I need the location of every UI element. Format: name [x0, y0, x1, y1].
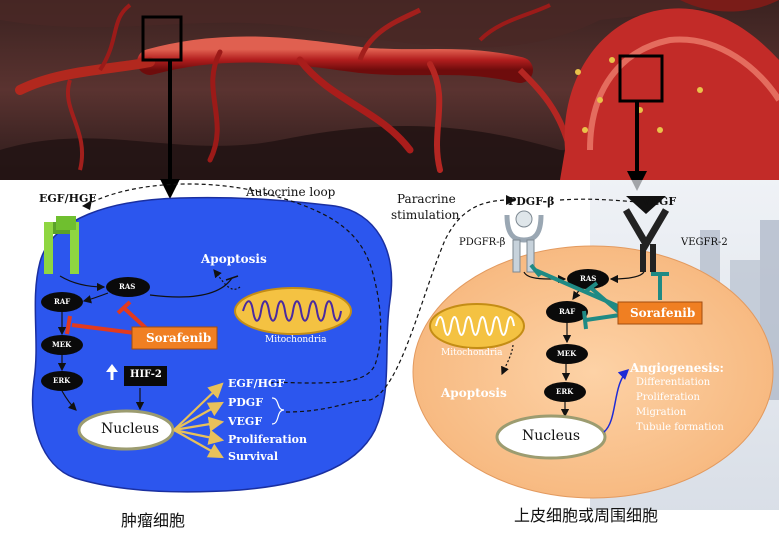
output-arrow-3 — [173, 416, 225, 432]
pdgfr-label: PDGFR-β — [459, 237, 506, 248]
sorafenib-inhibition-endo — [529, 263, 669, 330]
nucleus-endo — [495, 414, 607, 460]
mek-label-tumor: MEK — [52, 340, 72, 349]
sorafenib-box-tumor — [131, 326, 218, 350]
endothelial-cell-caption: 上皮细胞或周围细胞 — [514, 506, 659, 525]
inhibit-line-apoptosis — [149, 277, 233, 298]
sorafenib-inhibition-tumor — [65, 300, 150, 335]
output-arrow-4 — [173, 428, 225, 445]
output-vegf: VEGF — [228, 415, 263, 428]
autocrine-loop-line — [91, 183, 382, 385]
egf-receptor-label: EGF/HGF — [39, 192, 97, 205]
mitochondria-label-tumor: Mitochondria — [265, 335, 327, 345]
sorafenib-box-endo — [617, 301, 703, 325]
vegf-ligand-icon — [626, 196, 666, 214]
erk-label-endo: ERK — [556, 387, 574, 396]
tissue-banner-image — [0, 0, 779, 180]
paracrine-line-to-vegf — [559, 198, 639, 203]
raf-label-tumor: RAF — [54, 297, 71, 306]
output-arrow-1 — [173, 382, 224, 431]
tumor-cell-caption: 肿瘤细胞 — [121, 511, 186, 530]
apoptosis-label-tumor: Apoptosis — [201, 252, 267, 266]
nucleus-label-endo: Nucleus — [522, 428, 581, 444]
arrow-erk-nucleus — [61, 390, 77, 411]
tumor-zoom-box — [141, 15, 183, 62]
vegfr-receptor-icon — [622, 196, 670, 272]
hif-box — [124, 366, 167, 386]
angio-item-differentiation: Differentiation — [636, 377, 711, 388]
ras-node-endo — [567, 269, 609, 289]
ras-label-tumor: RAS — [119, 282, 136, 291]
erk-node-tumor — [41, 371, 83, 391]
apoptosis-label-endo: Apoptosis — [441, 386, 507, 400]
angio-item-proliferation: Proliferation — [636, 392, 700, 403]
mitochondria-tumor-icon — [234, 287, 352, 335]
paracrine-line — [285, 199, 511, 413]
erk-label-tumor: ERK — [53, 376, 71, 385]
ras-label-endo: RAS — [580, 274, 597, 283]
mek-node-tumor — [41, 335, 83, 355]
nucleus-tumor — [77, 409, 175, 451]
arrow-ras-raf — [82, 292, 109, 304]
raf-node-tumor — [41, 292, 83, 312]
mito-apoptosis-arrow-endo — [501, 344, 514, 376]
paracrine-label-line1: Paracrine — [397, 192, 456, 206]
output-arrow-5 — [173, 429, 224, 459]
output-proliferation: Proliferation — [228, 433, 308, 446]
vegfr-label: VEGFR-2 — [681, 237, 728, 248]
pdgfr-receptor-icon — [504, 210, 544, 273]
sorafenib-label-tumor: Sorafenib — [146, 331, 212, 345]
arrow-vegfr-ras — [609, 271, 645, 284]
output-arrow-2 — [173, 401, 224, 431]
angiogenesis-label: Angiogenesis: — [630, 361, 724, 375]
egf-receptor-icon — [44, 216, 79, 274]
raf-label-endo: RAF — [559, 307, 576, 316]
mek-node-endo — [546, 344, 588, 364]
mek-label-endo: MEK — [557, 349, 577, 358]
hif-label: HIF-2 — [130, 369, 162, 380]
paracrine-label-line2: stimulation — [391, 208, 460, 222]
erk-node-endo — [544, 382, 586, 402]
vessel-zoom-box — [618, 54, 664, 103]
autocrine-loop-label: Autocrine loop — [246, 185, 336, 199]
arrow-receptor-ras — [59, 275, 106, 292]
ras-node-tumor — [106, 277, 150, 297]
angiogenesis-arrow — [603, 368, 630, 433]
output-egf-hgf: EGF/HGF — [228, 377, 286, 390]
output-bracket — [271, 397, 285, 425]
mitochondria-endo-icon — [429, 303, 525, 349]
pdgf-ligand-label: PDGF-β — [508, 195, 555, 208]
output-pdgf: PDGF — [228, 396, 264, 409]
raf-node-endo — [546, 301, 588, 323]
nucleus-label-tumor: Nucleus — [101, 421, 160, 437]
angio-item-tubule: Tubule formation — [636, 422, 724, 433]
angio-item-migration: Migration — [636, 407, 687, 418]
sorafenib-label-endo: Sorafenib — [630, 306, 696, 320]
mitochondria-label-endo: Mitochondria — [441, 348, 503, 358]
vegf-ligand-label: VEGF — [642, 195, 677, 208]
output-survival: Survival — [228, 450, 279, 463]
